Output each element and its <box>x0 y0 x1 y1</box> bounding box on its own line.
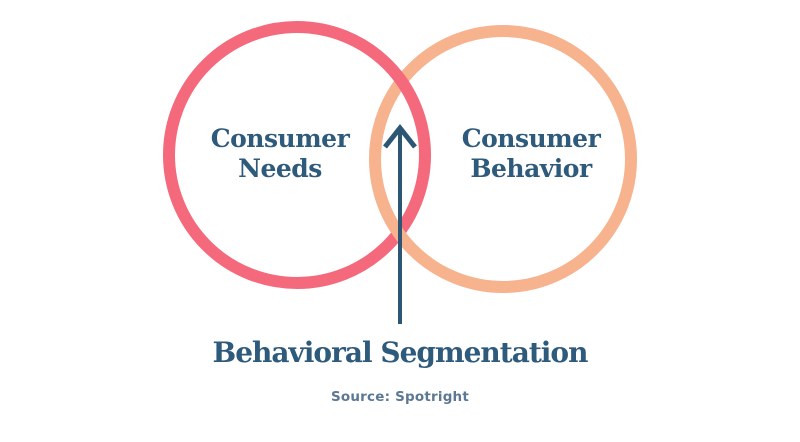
consumer-behavior-label: Consumer Behavior <box>421 124 641 184</box>
consumer-needs-label-line2: Needs <box>238 154 322 183</box>
source-attribution: Source: Spotright <box>330 389 470 405</box>
consumer-behavior-label-line2: Behavior <box>470 154 592 183</box>
diagram-title: Behavioral Segmentation <box>212 336 589 369</box>
arrow-head <box>383 123 417 149</box>
up-arrow-icon <box>383 123 417 324</box>
consumer-behavior-circle <box>369 25 637 293</box>
consumer-needs-label: Consumer Needs <box>170 124 390 184</box>
consumer-needs-circle <box>163 21 431 289</box>
consumer-behavior-label-line1: Consumer <box>461 124 601 153</box>
consumer-needs-label-line1: Consumer <box>210 124 350 153</box>
